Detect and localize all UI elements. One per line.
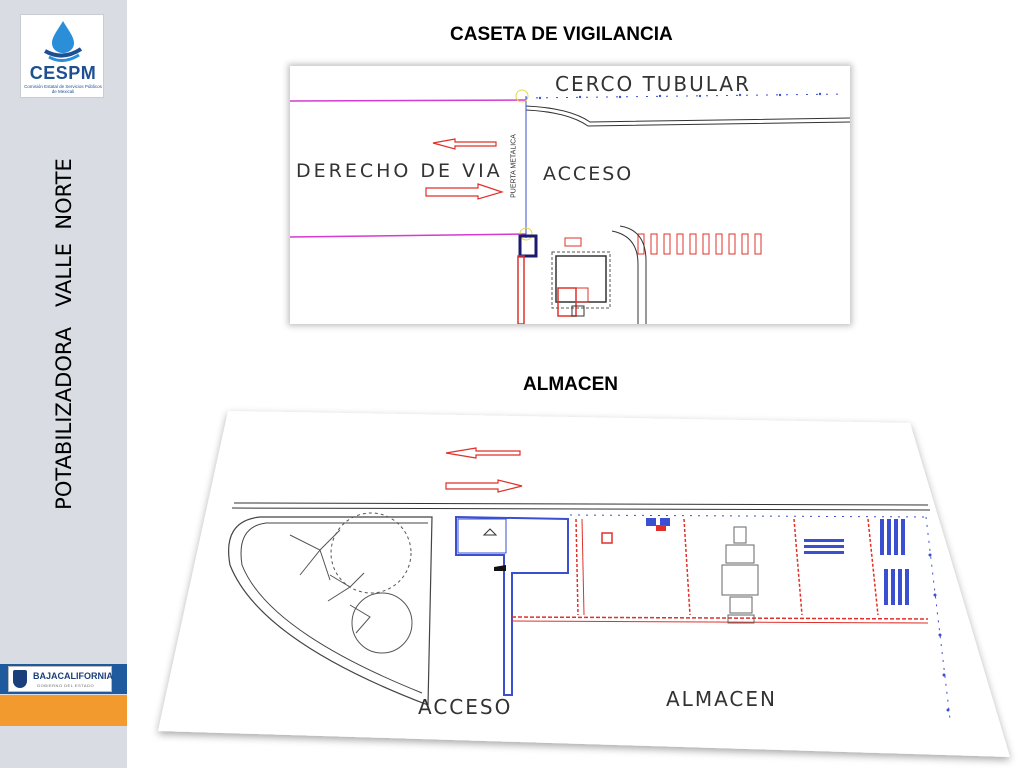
footer-orange-band [0, 695, 127, 726]
footer-logo-subtext: GOBIERNO DEL ESTADO [37, 683, 95, 688]
label-acceso-almacen: ACCESO [418, 695, 513, 719]
caseta-drawing [289, 89, 851, 325]
cespm-logo: CESPM Comisión Estatal de Servicios Públ… [20, 14, 104, 98]
water-drop-icon [44, 21, 83, 62]
plan-almacen: ACCESO ALMACEN [150, 405, 1020, 768]
logo-subtitle: Comisión Estatal de Servicios Públicos d… [24, 84, 102, 94]
label-puerta-metalica: PUERTA METALICA [510, 134, 518, 198]
label-almacen: ALMACEN [666, 687, 777, 711]
vertical-title: POTABILIZADORA VALLE NORTE [52, 158, 76, 510]
sidebar [0, 0, 127, 768]
plan-caseta-vigilancia: CERCO TUBULAR DERECHO DE VIA PUERTA META… [289, 66, 851, 325]
baja-california-logo: BAJACALIFORNIA GOBIERNO DEL ESTADO [8, 666, 113, 692]
section-title-almacen: ALMACEN [523, 374, 618, 395]
logo-wordmark: CESPM [29, 63, 97, 83]
footer-logo-text: BAJACALIFORNIA [33, 671, 113, 681]
label-cerco-tubular: CERCO TUBULAR [555, 72, 751, 96]
section-title-caseta: CASETA DE VIGILANCIA [450, 24, 673, 45]
almacen-drawing [158, 411, 1010, 757]
label-derecho-de-via: DERECHO DE VIA [296, 160, 503, 182]
label-acceso-caseta: ACCESO [543, 163, 634, 185]
shield-icon [13, 670, 27, 688]
